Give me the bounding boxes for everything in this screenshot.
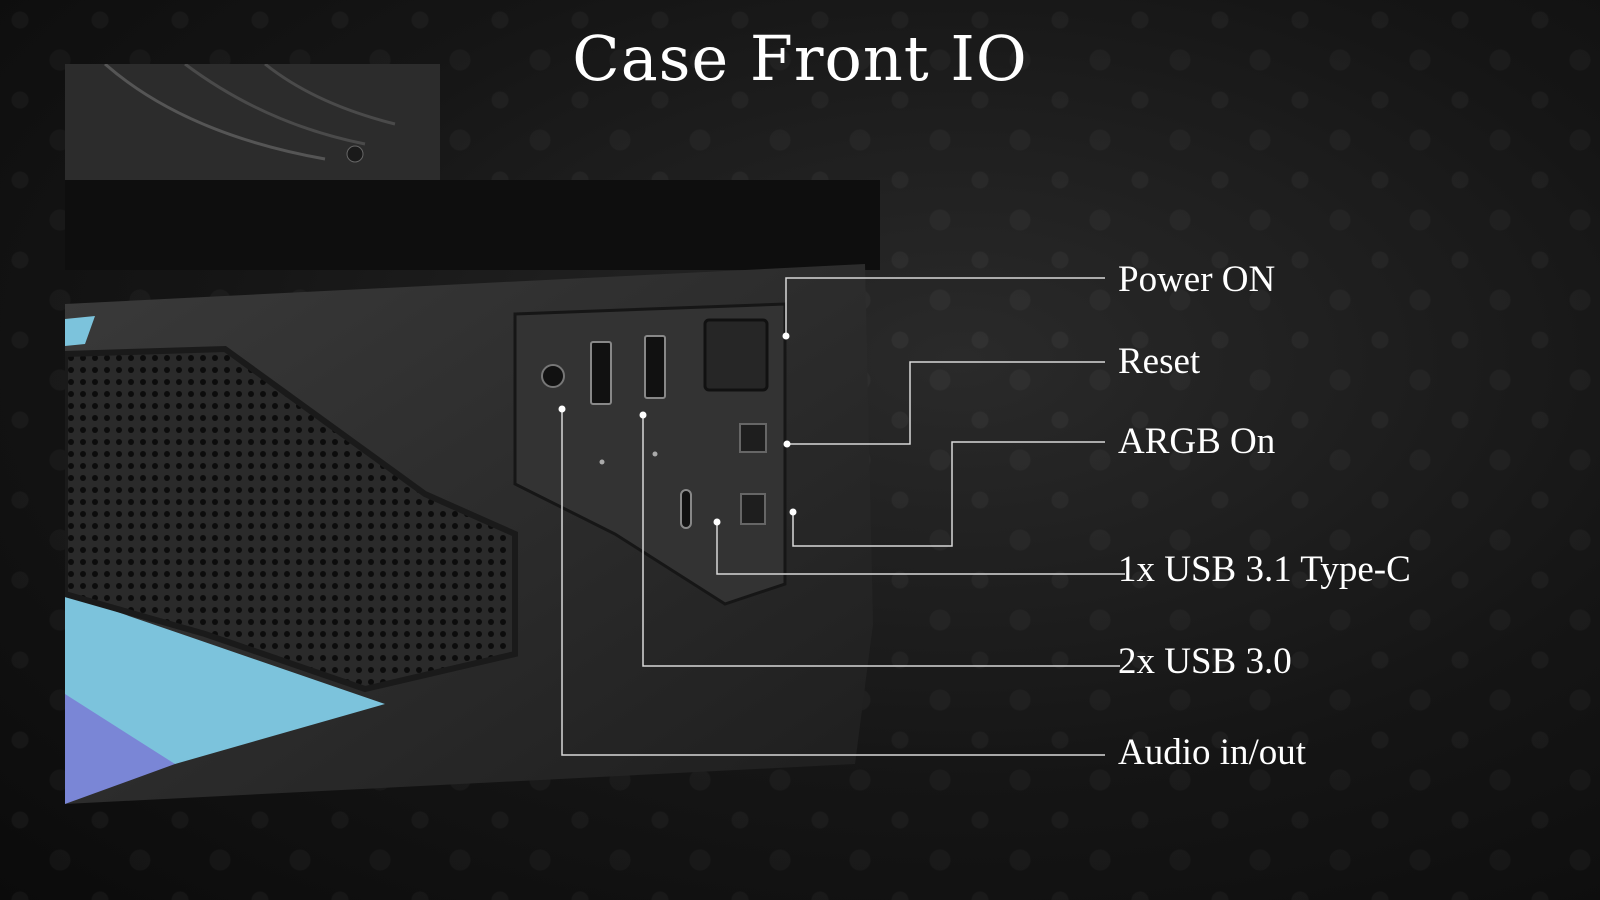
usb-c-port-icon [680,489,692,529]
callout-reset: Reset [1118,341,1201,382]
slide-title: Case Front IO [572,22,1028,95]
case-front-photo [65,64,880,804]
callout-argb-on: ARGB On [1118,421,1276,462]
reset-button-icon [739,423,767,453]
callout-power-on: Power ON [1118,259,1276,300]
audio-jack-icon [541,364,565,388]
power-button-icon [703,318,769,392]
argb-button-icon [740,493,766,525]
callout-audio: Audio in/out [1118,732,1307,773]
callout-usb-3: 2x USB 3.0 [1118,641,1292,682]
callout-usb-type-c: 1x USB 3.1 Type-C [1118,549,1411,590]
usb-a-port-icon [644,335,666,399]
fan-icon [65,64,440,182]
mesh-panel [65,345,518,693]
usb-a-port-icon [590,341,612,405]
